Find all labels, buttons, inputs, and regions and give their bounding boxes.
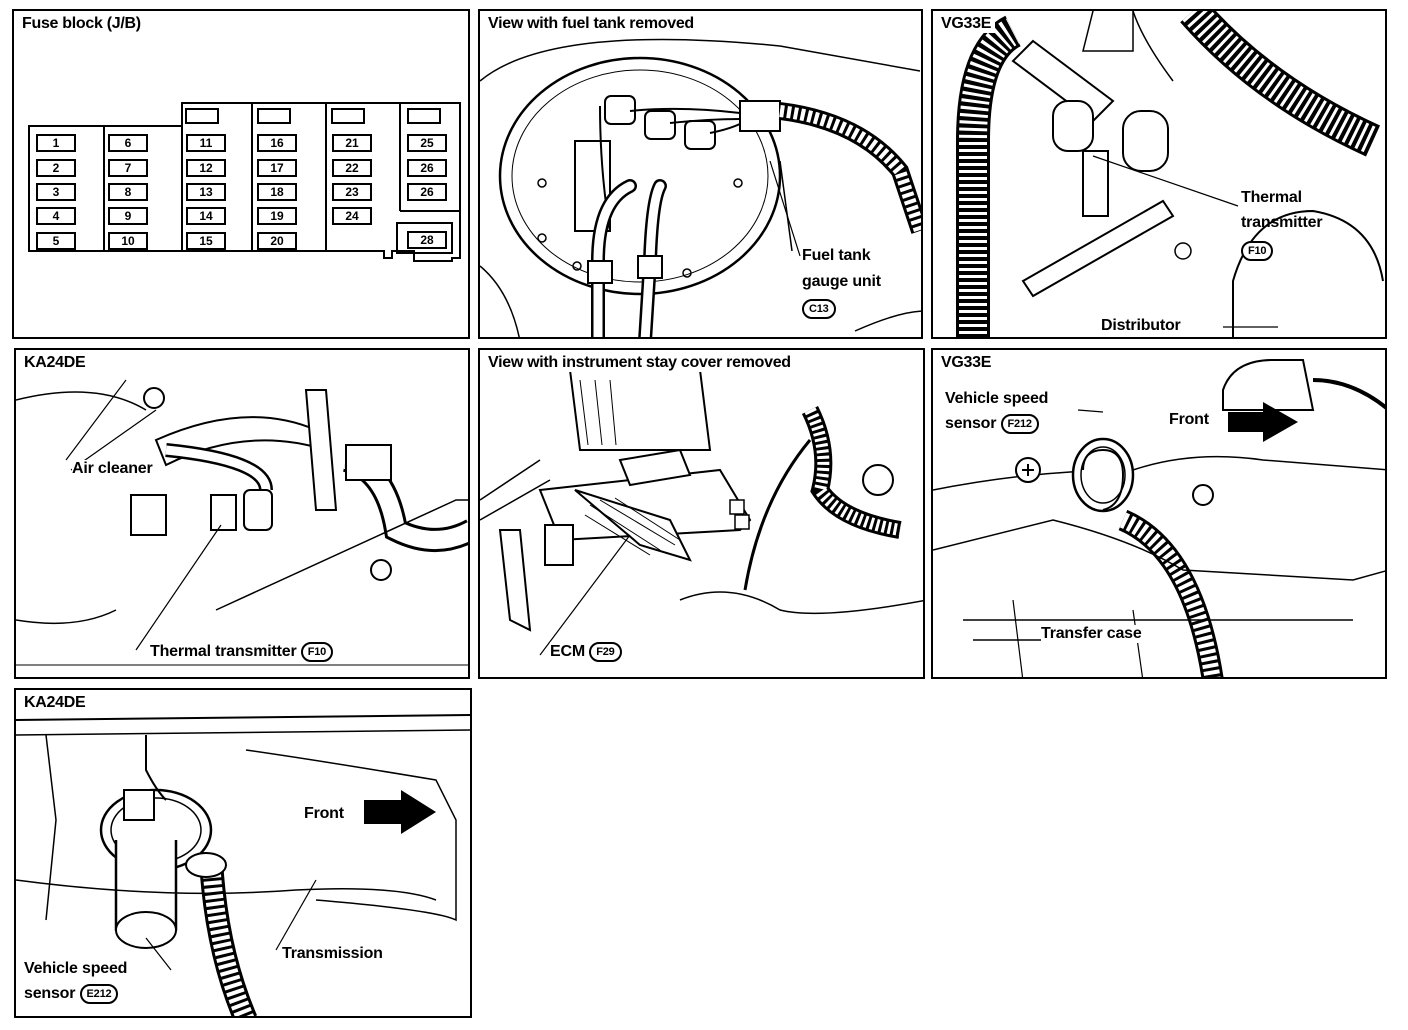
fuse-13: 13 — [186, 183, 226, 201]
sensor-text: sensor — [945, 415, 997, 433]
connector-badge: F29 — [589, 642, 622, 662]
fuel-tank-gauge-label-1: Fuel tank — [802, 247, 871, 264]
panel-title: View with fuel tank removed — [488, 15, 698, 33]
fuse-16: 16 — [257, 134, 297, 152]
fuse-2: 2 — [36, 159, 76, 177]
fuse-6: 6 — [108, 134, 148, 152]
fuse-22: 22 — [332, 159, 372, 177]
fuse-24: 24 — [332, 207, 372, 225]
panel-title: VG33E — [941, 15, 996, 33]
fuse-3: 3 — [36, 183, 76, 201]
front-label: Front — [1169, 411, 1209, 428]
ecm-panel: View with instrument stay cover removed … — [478, 348, 925, 679]
ka24de-engine-illustration — [16, 379, 468, 666]
fuse-block-panel: Fuse block (J/B) 1 2 3 4 5 6 7 8 9 10 11… — [12, 9, 470, 339]
fuel-tank-gauge-label-2: gauge unit — [802, 273, 881, 290]
fuse-26a: 26 — [407, 159, 447, 177]
speed-sensor-label-2: sensor F212 — [945, 414, 1039, 434]
fuse-15: 15 — [186, 232, 226, 250]
thermal-label-2: transmitter — [1241, 214, 1323, 231]
fuse-19: 19 — [257, 207, 297, 225]
fuse-14: 14 — [186, 207, 226, 225]
fuse-20: 20 — [257, 232, 297, 250]
vg33e-engine-illustration — [956, 11, 1384, 337]
connector-wrap: F10 — [1241, 241, 1274, 261]
connector-badge: C13 — [802, 299, 836, 319]
panel-title: View with instrument stay cover removed — [488, 354, 795, 372]
fuse-17: 17 — [257, 159, 297, 177]
connector-badge: F212 — [1000, 414, 1039, 434]
fuse-12: 12 — [186, 159, 226, 177]
distributor-label: Distributor — [1101, 317, 1181, 335]
air-cleaner-label: Air cleaner — [72, 460, 153, 478]
transmission-label: Transmission — [282, 945, 383, 963]
panel-title: KA24DE — [24, 354, 90, 372]
thermal-label-1: Thermal — [1241, 189, 1302, 206]
thermal-transmitter-label: Thermal transmitter F10 — [150, 642, 334, 662]
ecm-text: ECM — [550, 643, 585, 661]
fuse-block-outline — [28, 102, 461, 262]
fuse-1: 1 — [36, 134, 76, 152]
front-label: Front — [304, 805, 344, 822]
panel-title: Fuse block (J/B) — [22, 15, 141, 32]
ka24de-thermal-panel: KA24DE Air cleaner Thermal transmitter F… — [14, 348, 470, 679]
fuse-11: 11 — [186, 134, 226, 152]
vg33e-speed-panel: VG33E Vehicle speed sensor F212 Front Tr… — [931, 348, 1387, 679]
fuse-5: 5 — [36, 232, 76, 250]
fuse-10: 10 — [108, 232, 148, 250]
fuse-28: 28 — [407, 231, 447, 249]
vg33e-transfer-illustration — [933, 359, 1385, 677]
fuse-4: 4 — [36, 207, 76, 225]
fuse-9: 9 — [108, 207, 148, 225]
vg33e-thermal-panel: VG33E Thermal transmitter F10 Distributo… — [931, 9, 1387, 339]
fuse-25: 25 — [407, 134, 447, 152]
fuse-26b: 26 — [407, 183, 447, 201]
connector-badge: F10 — [300, 642, 334, 662]
connector-badge: F10 — [1241, 241, 1274, 261]
ecm-label: ECM F29 — [550, 642, 622, 662]
speed-sensor-label-2: sensor E212 — [24, 984, 119, 1004]
speed-sensor-label-1: Vehicle speed — [945, 390, 1049, 408]
ka24de-speed-panel: KA24DE Front Transmission Vehicle speed … — [14, 688, 472, 1018]
thermal-transmitter-text: Thermal transmitter — [150, 643, 297, 661]
speed-sensor-label-1: Vehicle speed — [24, 960, 128, 978]
fuse-21: 21 — [332, 134, 372, 152]
panel-title: KA24DE — [24, 694, 90, 712]
ecm-illustration — [480, 369, 923, 656]
fuel-tank-panel: View with fuel tank removed Fuel tank ga… — [478, 9, 923, 339]
fuse-7: 7 — [108, 159, 148, 177]
fuse-8: 8 — [108, 183, 148, 201]
ka24de-transmission-illustration — [16, 714, 470, 1016]
fuse-18: 18 — [257, 183, 297, 201]
fuel-tank-illustration — [480, 38, 921, 337]
sensor-text: sensor — [24, 985, 76, 1003]
transfer-case-label: Transfer case — [1041, 625, 1142, 643]
connector-badge: E212 — [79, 984, 119, 1004]
connector-wrap: C13 — [802, 299, 836, 319]
panel-title: VG33E — [941, 354, 996, 372]
fuse-23: 23 — [332, 183, 372, 201]
